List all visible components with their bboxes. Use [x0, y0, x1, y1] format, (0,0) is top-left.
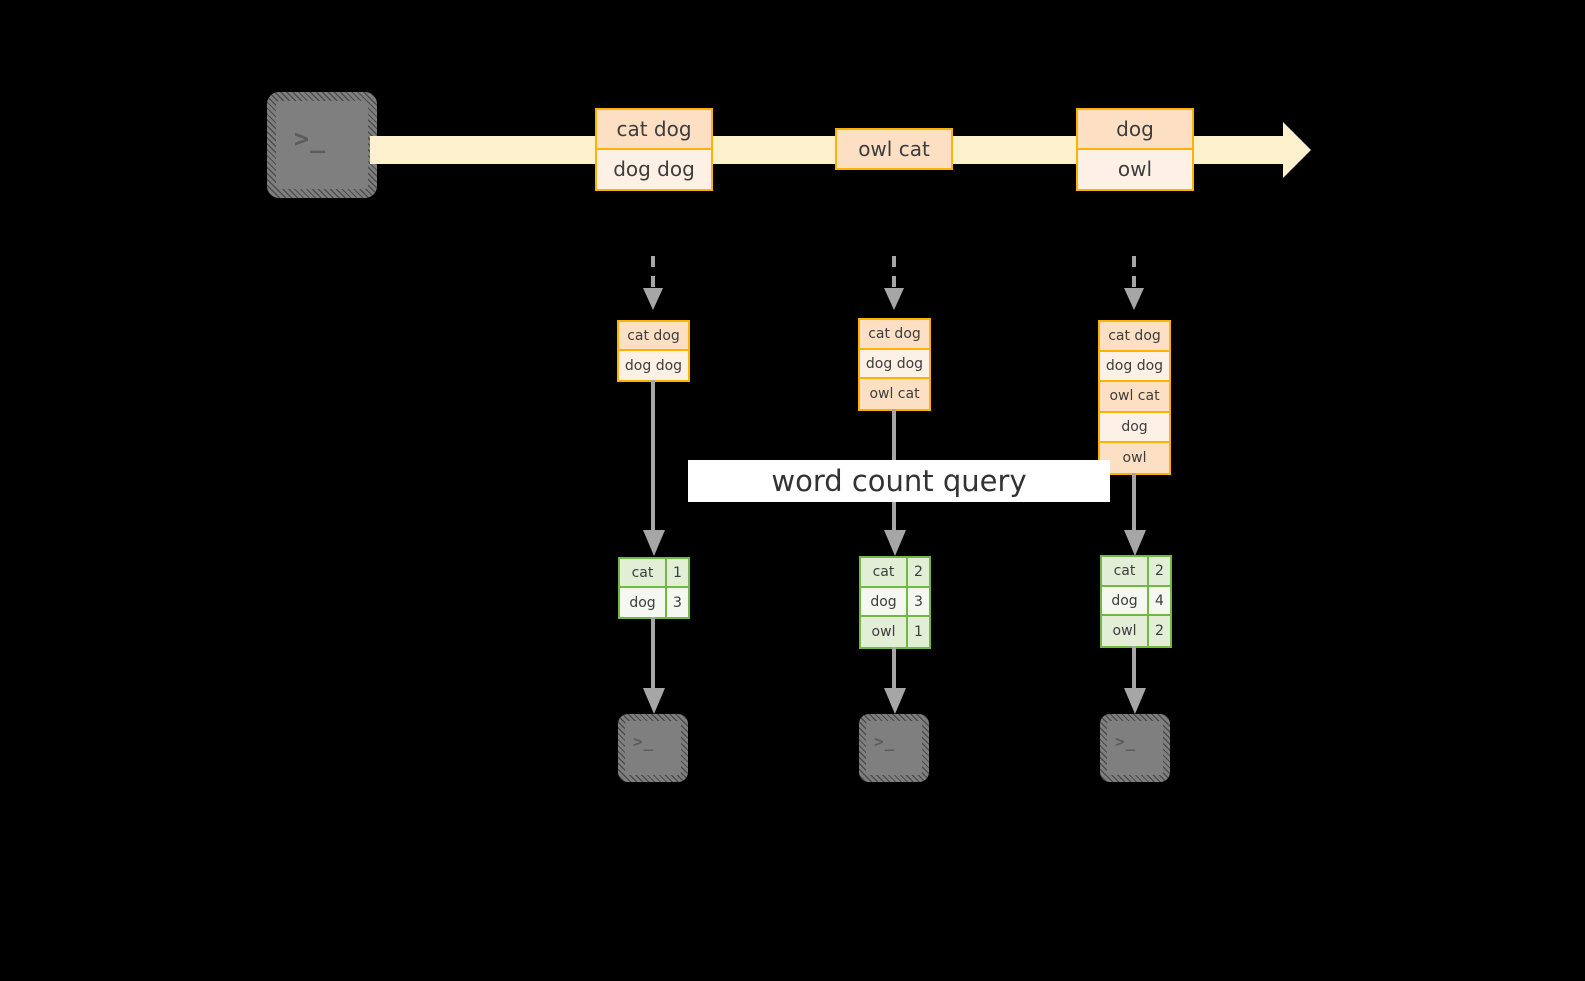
stream-group-1: cat dog dog dog: [595, 108, 713, 191]
snapshot-input-row: cat dog: [1100, 322, 1169, 353]
terminal-hatched-border: [1100, 714, 1170, 782]
result-word: cat: [620, 559, 667, 586]
result-row: dog 4: [1102, 586, 1170, 617]
sink-connector-arrowhead-icon-1: [643, 688, 665, 714]
terminal-prompt-glyph: >_: [874, 732, 896, 751]
query-label: word count query: [688, 460, 1110, 502]
sink-connector-line-3: [1132, 646, 1136, 690]
result-count: 2: [1149, 616, 1170, 646]
stream-record: owl cat: [837, 130, 951, 168]
result-count: 2: [1149, 557, 1170, 585]
stream-tap-arrowhead-icon-3: [1124, 288, 1144, 310]
snapshot-3-sink-terminal-icon: >_: [1100, 714, 1170, 782]
stream-group-2: owl cat: [835, 128, 953, 170]
sink-connector-arrowhead-icon-2: [884, 688, 906, 714]
snapshot-input-row: owl cat: [860, 379, 929, 409]
snapshot-3-input-table: cat dog dog dog owl cat dog owl: [1098, 320, 1171, 475]
stream-group-3: dog owl: [1076, 108, 1194, 191]
stream-arrowhead-icon: [1283, 122, 1311, 178]
result-count: 4: [1149, 586, 1170, 615]
result-row: owl 2: [1102, 616, 1170, 646]
stream-tap-arrowhead-icon-2: [884, 288, 904, 310]
sink-connector-line-2: [892, 647, 896, 690]
snapshot-1-sink-terminal-icon: >_: [618, 714, 688, 782]
result-count: 1: [667, 559, 688, 586]
stream-tap-line-1: [651, 256, 655, 290]
snapshot-2-result-table: cat 2 dog 3 owl 1: [859, 556, 931, 649]
sink-connector-line-1: [651, 617, 655, 690]
result-row: cat 2: [1102, 557, 1170, 587]
stream-tap-line-2: [892, 256, 896, 290]
terminal-prompt-glyph: >_: [1115, 732, 1137, 751]
snapshot-2-input-table: cat dog dog dog owl cat: [858, 318, 931, 411]
query-connector-arrowhead-icon-1: [643, 530, 665, 556]
query-connector-line-1: [651, 380, 655, 532]
snapshot-input-row: dog dog: [619, 351, 688, 380]
result-count: 3: [908, 587, 929, 616]
query-connector-line-3: [1132, 473, 1136, 532]
result-count: 1: [908, 617, 929, 647]
snapshot-input-row: cat dog: [860, 320, 929, 350]
terminal-hatched-border: [267, 92, 377, 198]
snapshot-2-sink-terminal-icon: >_: [859, 714, 929, 782]
result-row: cat 2: [861, 558, 929, 588]
result-count: 3: [667, 588, 688, 617]
terminal-prompt-glyph: >_: [633, 732, 655, 751]
stream-record: dog: [1078, 110, 1192, 150]
snapshot-3-result-table: cat 2 dog 4 owl 2: [1100, 555, 1172, 648]
query-connector-arrowhead-icon-3: [1124, 530, 1146, 556]
stream-tap-line-3: [1132, 256, 1136, 290]
snapshot-input-row: owl: [1100, 442, 1169, 473]
result-count: 2: [908, 558, 929, 586]
sink-connector-arrowhead-icon-3: [1124, 688, 1146, 714]
source-terminal-icon: >_: [267, 92, 377, 198]
snapshot-input-row: cat dog: [619, 322, 688, 351]
snapshot-input-row: dog dog: [860, 349, 929, 380]
result-row: dog 3: [620, 588, 688, 617]
result-word: dog: [620, 588, 667, 617]
result-word: cat: [861, 558, 908, 586]
terminal-prompt-glyph: >_: [294, 124, 327, 153]
result-word: owl: [861, 617, 908, 647]
snapshot-input-row: dog: [1100, 412, 1169, 443]
result-word: cat: [1102, 557, 1149, 585]
snapshot-1-input-table: cat dog dog dog: [617, 320, 690, 382]
stream-record: cat dog: [597, 110, 711, 150]
result-word: dog: [1102, 586, 1149, 615]
stream-record: owl: [1078, 149, 1192, 189]
result-word: dog: [861, 587, 908, 616]
stream-tap-arrowhead-icon-1: [643, 288, 663, 310]
result-word: owl: [1102, 616, 1149, 646]
stream-record: dog dog: [597, 149, 711, 189]
result-row: cat 1: [620, 559, 688, 588]
terminal-hatched-border: [859, 714, 929, 782]
snapshot-input-row: dog dog: [1100, 352, 1169, 383]
snapshot-input-row: owl cat: [1100, 382, 1169, 413]
query-connector-arrowhead-icon-2: [884, 530, 906, 556]
terminal-hatched-border: [618, 714, 688, 782]
result-row: dog 3: [861, 587, 929, 618]
snapshot-1-result-table: cat 1 dog 3: [618, 557, 690, 619]
result-row: owl 1: [861, 617, 929, 647]
